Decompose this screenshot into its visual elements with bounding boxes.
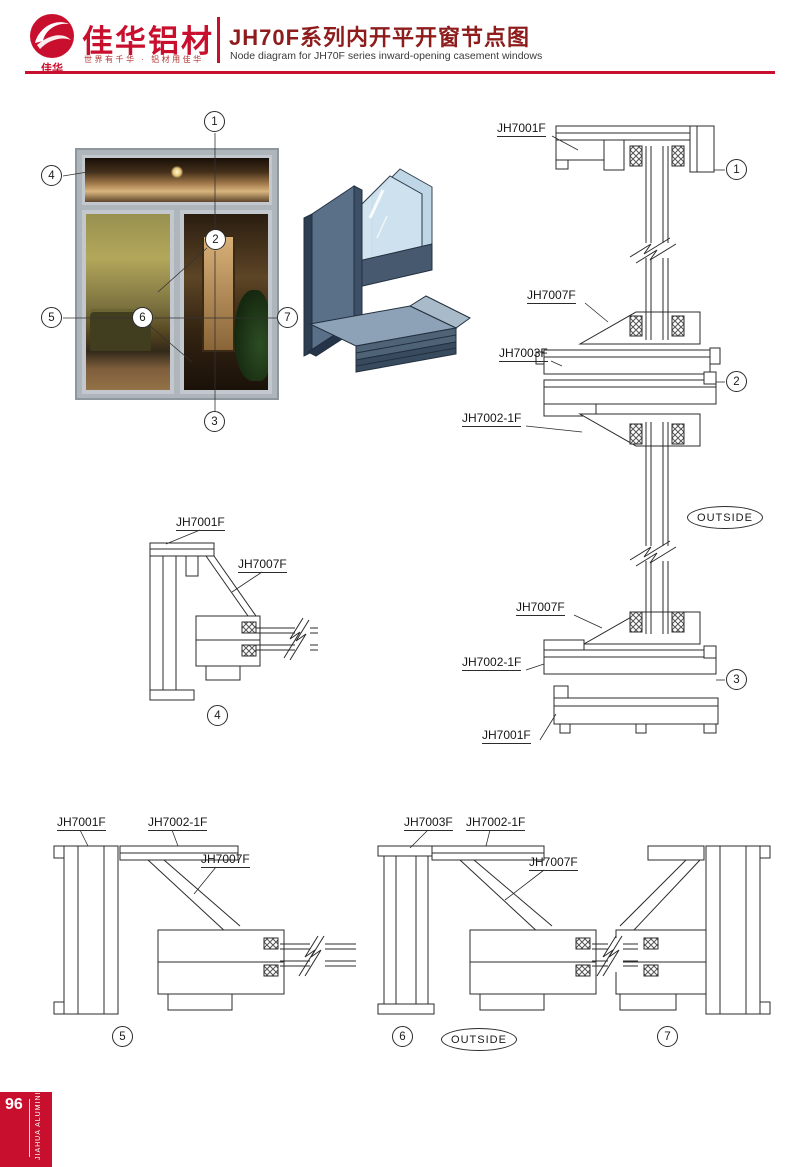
footer-brand: JIAHUA ALUMINIUM xyxy=(35,1078,42,1160)
section-node-1: 1 xyxy=(726,159,747,180)
photo-callout-6: 6 xyxy=(132,307,153,328)
page-subtitle: Node diagram for JH70F series inward-ope… xyxy=(230,50,543,62)
section-node-3: 3 xyxy=(726,669,747,690)
label-upper-sash: JH7007F xyxy=(527,288,576,304)
label-left-jamb: JH7001F xyxy=(57,815,106,831)
window-photo xyxy=(75,148,279,400)
section-node-5: 5 xyxy=(112,1026,133,1047)
label-mullion: JH7003F xyxy=(404,815,453,831)
photo-callout-3: 3 xyxy=(204,411,225,432)
plant xyxy=(234,289,268,382)
page-number: 96 xyxy=(5,1096,23,1113)
horizontal-section-drawing xyxy=(53,829,771,1015)
photo-callout-4: 4 xyxy=(41,165,62,186)
chandelier xyxy=(171,165,184,178)
transom-pane xyxy=(82,155,272,205)
vertical-section-drawing xyxy=(525,125,725,741)
page-title: JH70F系列内开平开窗节点图 xyxy=(229,25,531,50)
outside-label-vertical: OUTSIDE xyxy=(687,506,763,529)
right-casement-pane xyxy=(180,210,272,394)
jiahua-logo-icon xyxy=(30,14,74,58)
label-right-sash: JH7002-1F xyxy=(466,815,526,831)
header-rule xyxy=(25,71,775,74)
section-node-6: 6 xyxy=(392,1026,413,1047)
label-bottom-sash: JH7002-1F xyxy=(462,655,522,671)
label-mid-sash: JH7002-1F xyxy=(462,411,522,427)
photo-callout-5: 5 xyxy=(41,307,62,328)
footer-divider xyxy=(29,1099,30,1157)
label-left-sash: JH7002-1F xyxy=(148,815,208,831)
photo-callout-2: 2 xyxy=(205,229,226,250)
brand-name: 佳华铝材 xyxy=(82,24,214,59)
header-divider xyxy=(217,17,220,63)
label-right-bead: JH7007F xyxy=(529,855,578,871)
profile-3d-render xyxy=(303,168,471,373)
section-node-7: 7 xyxy=(657,1026,678,1047)
section-node-2: 2 xyxy=(726,371,747,392)
label-left-bead: JH7007F xyxy=(201,852,250,868)
outside-label-horizontal: OUTSIDE xyxy=(441,1028,517,1051)
label-detail-sash: JH7007F xyxy=(238,557,287,573)
brand-tagline: 世界有千华 · 铝材用佳华 xyxy=(84,55,204,64)
label-lower-sash: JH7007F xyxy=(516,600,565,616)
footer-block xyxy=(0,1092,52,1167)
section-node-4: 4 xyxy=(207,705,228,726)
photo-callout-1: 1 xyxy=(204,111,225,132)
label-sill-frame: JH7001F xyxy=(482,728,531,744)
label-head-frame: JH7001F xyxy=(497,121,546,137)
label-transom: JH7003F xyxy=(499,346,548,362)
photo-callout-lines xyxy=(62,133,277,411)
photo-callout-7: 7 xyxy=(277,307,298,328)
label-detail-frame: JH7001F xyxy=(176,515,225,531)
doorway xyxy=(202,235,236,352)
detail-4-drawing xyxy=(149,529,318,701)
